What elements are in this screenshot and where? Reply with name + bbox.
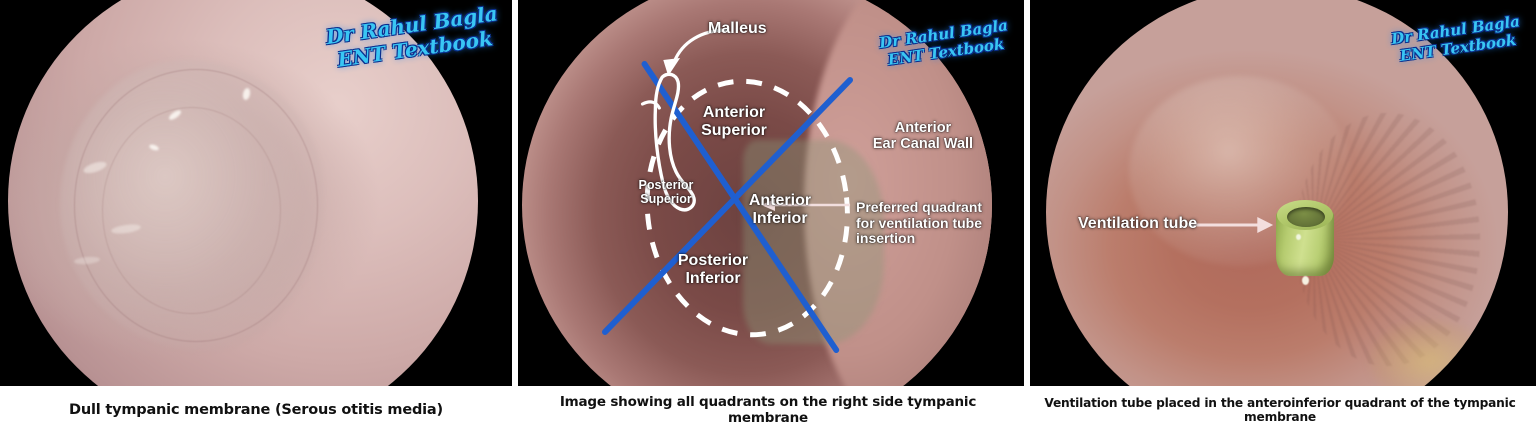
grommet-lumen [1287,207,1325,227]
otoscopy-photo-1: Dr Rahul Bagla ENT Textbook [0,0,512,386]
otoscopy-photo-2: Malleus Anterior Superior Anterior Infer… [512,0,1024,386]
otoscopy-photo-3: Ventilation tube Dr Rahul Bagla ENT Text… [1024,0,1536,386]
panel-ventilation-tube-placed: Ventilation tube Dr Rahul Bagla ENT Text… [1024,0,1536,434]
ventilation-tube-grommet [1276,200,1334,285]
otoscopic-view-disc-1 [8,0,478,386]
label-anterior-inferior: Anterior Inferior [748,192,812,227]
tm-contour-ring [73,69,319,342]
panel-1-caption: Dull tympanic membrane (Serous otitis me… [69,402,443,418]
otoscopic-view-disc-3 [1046,0,1508,386]
panel-tympanic-membrane-quadrants: Malleus Anterior Superior Anterior Infer… [512,0,1024,434]
label-anterior-superior: Anterior Superior [701,104,767,139]
label-malleus: Malleus [708,20,767,37]
label-posterior-inferior: Posterior Inferior [677,252,749,287]
label-anterior-ear-canal-wall: Anterior Ear Canal Wall [872,120,974,153]
inferior-canal-shadow [1369,320,1490,386]
label-preferred-quadrant-for-ventilation-tube-insertion: Preferred quadrant for ventilation tube … [856,199,983,247]
label-ventilation-tube: Ventilation tube [1078,215,1198,232]
panel-2-caption: Image showing all quadrants on the right… [559,394,977,426]
panel-dull-tympanic-membrane: Dr Rahul Bagla ENT Textbook Dull tympani… [0,0,512,434]
grommet-highlight [1296,234,1301,240]
debris-speck [1302,276,1309,285]
panel-3-caption: Ventilation tube placed in the anteroinf… [1044,396,1516,424]
tm-inner-contour-ring [102,107,281,314]
label-posterior-superior: Posterior Superior [638,178,694,206]
